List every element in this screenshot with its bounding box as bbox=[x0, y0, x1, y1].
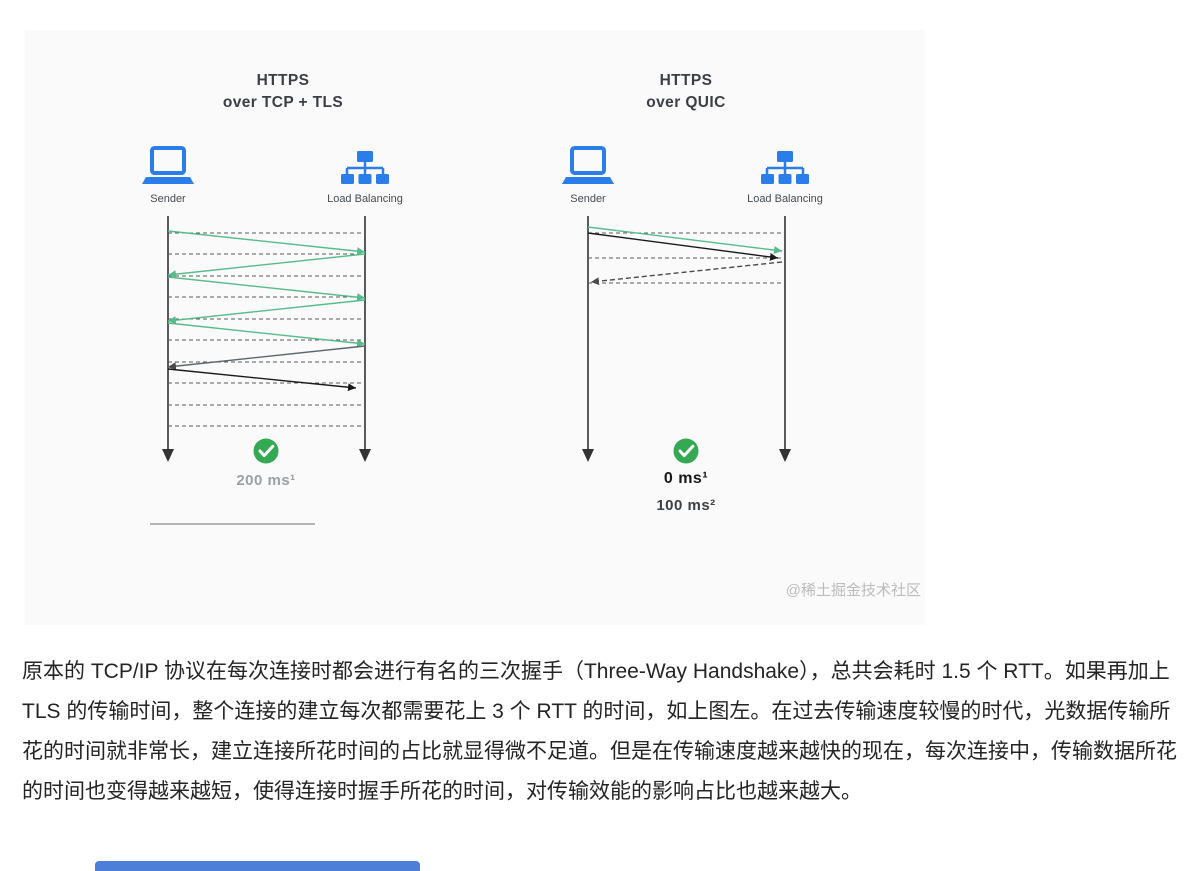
laptop-icon bbox=[142, 146, 194, 184]
tcp-tls-latency-label: 200 ms¹ bbox=[236, 472, 296, 489]
quic-lifeline-arrowheads bbox=[582, 449, 791, 462]
quic-gridlines bbox=[588, 232, 785, 284]
protocol-comparison-figure[interactable]: HTTPS over TCP + TLS Sender Load Balanci… bbox=[25, 30, 925, 625]
load-balancer-icon bbox=[761, 151, 809, 184]
title-line-1: HTTPS bbox=[256, 72, 310, 89]
diagram-title-tcp-tls: HTTPS over TCP + TLS bbox=[183, 70, 383, 114]
check-icon bbox=[673, 438, 699, 464]
check-icon bbox=[253, 438, 279, 464]
laptop-icon bbox=[562, 146, 614, 184]
load-balancer-icon bbox=[341, 151, 389, 184]
tcp-tls-handshake-arrows bbox=[167, 230, 366, 392]
load-balancing-label: Load Balancing bbox=[747, 193, 823, 205]
tcp-tls-lifelines bbox=[167, 216, 366, 449]
tcp-tls-gridlines bbox=[168, 232, 365, 427]
sender-label: Sender bbox=[570, 193, 606, 205]
title-line-2: over TCP + TLS bbox=[222, 94, 344, 111]
load-balancing-label: Load Balancing bbox=[327, 193, 403, 205]
next-content-top-bar bbox=[95, 861, 420, 871]
sender-label: Sender bbox=[150, 193, 186, 205]
watermark: @稀土掘金技术社区 bbox=[785, 582, 921, 599]
title-line-2: over QUIC bbox=[646, 94, 726, 111]
quic-handshake-arrows bbox=[587, 226, 783, 286]
diagram-title-quic: HTTPS over QUIC bbox=[586, 70, 786, 114]
quic-latency-label-secondary: 100 ms² bbox=[656, 497, 716, 514]
quic-lifelines bbox=[587, 216, 786, 449]
article-paragraph: 原本的 TCP/IP 协议在每次连接时都会进行有名的三次握手（Three-Way… bbox=[22, 660, 1177, 803]
tcp-tls-lifeline-arrowheads bbox=[162, 449, 371, 462]
title-line-1: HTTPS bbox=[659, 72, 713, 89]
quic-latency-label-primary: 0 ms¹ bbox=[663, 470, 709, 487]
sequence-diagram-svg bbox=[150, 216, 791, 525]
